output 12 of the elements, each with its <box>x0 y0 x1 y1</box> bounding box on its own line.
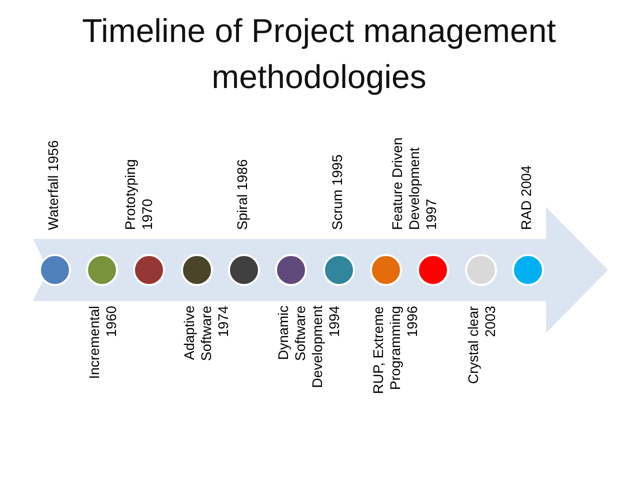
milestone-label: Waterfall 1956 <box>45 139 62 230</box>
milestone-label: Dynamic Software Development 1994 <box>275 306 343 390</box>
milestone-label: Incremental 1960 <box>86 306 120 381</box>
milestone-label: Scrum 1995 <box>329 154 346 230</box>
milestone-label: RUP, Extreme Programming 1996 <box>370 306 421 395</box>
diagram-title: Timeline of Project management methodologies <box>81 11 557 97</box>
milestone-label: Feature Driven Development 1997 <box>389 136 440 230</box>
milestone-label: Spiral 1986 <box>234 158 251 230</box>
milestone-label: Adaptive Software 1974 <box>181 306 232 363</box>
milestone-label: RAD 2004 <box>518 164 535 230</box>
milestone-label: Crystal clear 2003 <box>465 306 499 385</box>
milestone-label: Prototyping 1970 <box>122 158 156 230</box>
